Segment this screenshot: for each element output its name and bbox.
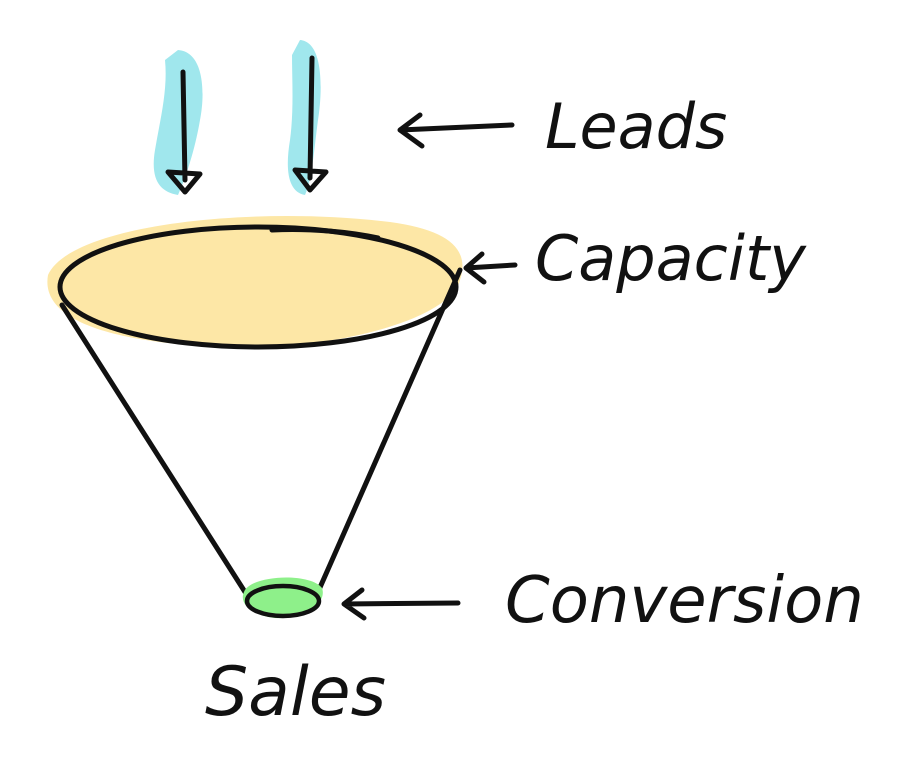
pointer-arrows: [341, 112, 518, 621]
lead-arrow-right: [292, 55, 329, 193]
lead-arrows: [153, 40, 329, 195]
funnel-top-highlight: [47, 216, 463, 348]
funnel: [47, 216, 463, 619]
conversion-label: Conversion: [505, 564, 864, 638]
funnel-outlet: [244, 583, 322, 619]
funnel-right-side: [315, 267, 463, 595]
lead-arrow-highlight-left: [153, 50, 203, 195]
conversion-pointer-arrow: [341, 587, 461, 621]
lead-arrow-left: [165, 69, 203, 195]
leads-label: Leads: [545, 90, 727, 163]
leads-pointer-arrow: [397, 112, 515, 149]
funnel-rim: [57, 224, 459, 350]
capacity-label: Capacity: [535, 222, 807, 295]
sales-label: Sales: [205, 653, 386, 732]
capacity-pointer-arrow: [463, 251, 518, 285]
funnel-left-side: [59, 302, 248, 595]
funnel-rim-scribble: [269, 226, 381, 241]
